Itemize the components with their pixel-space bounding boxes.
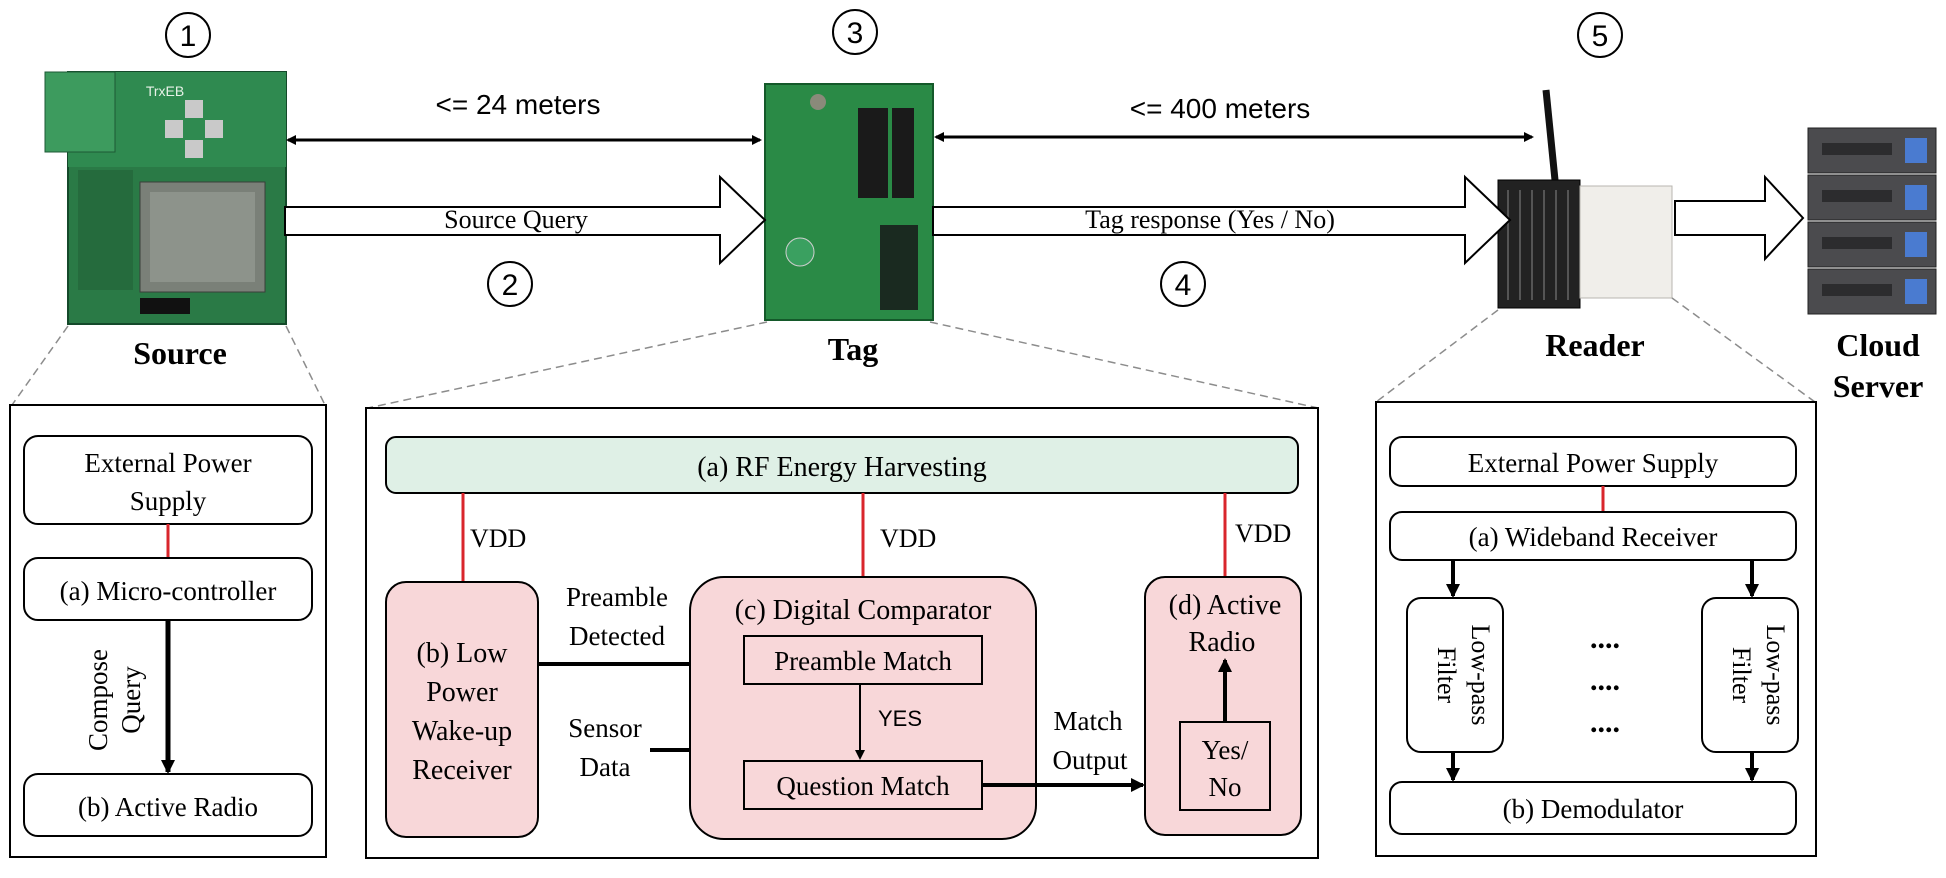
yes-label: YES (878, 706, 922, 731)
vdd-label-radio: VDD (1235, 519, 1291, 548)
reader-device-photo (1497, 89, 1673, 309)
compose-query-line2: Query (116, 666, 146, 734)
preamble-detected-line1: Preamble (566, 582, 668, 612)
step-4-number: 4 (1175, 269, 1192, 302)
lpf-left-line1: Low-pass (1466, 624, 1495, 725)
demodulator-label: (b) Demodulator (1503, 794, 1684, 824)
source-board-photo: TrxEB (44, 71, 287, 325)
demodulator-box (1389, 781, 1797, 835)
match-output-line2: Output (1052, 745, 1128, 775)
tag-response-arrow (932, 174, 1512, 266)
yes-no-line2: No (1209, 772, 1242, 802)
source-board-text: TrxEB (146, 83, 184, 99)
lpf-right-line1: Low-pass (1761, 624, 1790, 725)
wakeup-line4: Receiver (412, 755, 512, 786)
sensor-data-line1: Sensor (568, 713, 642, 743)
wakeup-line2: Power (426, 677, 498, 708)
step-2-number: 2 (502, 269, 519, 302)
source-label: Source (133, 335, 227, 371)
lpf-left-line2: Filter (1432, 647, 1461, 704)
wideband-receiver-box (1389, 511, 1797, 561)
step-1-marker: 1 (165, 12, 211, 58)
lpf-right-line2: Filter (1727, 647, 1756, 704)
step-3-marker: 3 (832, 9, 878, 55)
distance-tag-reader: <= 400 meters (1130, 93, 1311, 124)
step-5-marker: 5 (1577, 12, 1623, 58)
preamble-match-label: Preamble Match (774, 646, 952, 676)
reader-power-box (1389, 436, 1797, 487)
active-radio-line2: Radio (1189, 627, 1256, 658)
source-radio-label: (b) Active Radio (78, 792, 258, 822)
yes-no-line1: Yes/ (1202, 735, 1249, 765)
wideband-receiver-label: (a) Wideband Receiver (1469, 522, 1718, 552)
wakeup-line3: Wake-up (412, 716, 512, 747)
wakeup-line1: (b) Low (417, 638, 509, 669)
source-query-label: Source Query (444, 205, 588, 234)
source-mcu-label: (a) Micro-controller (60, 576, 277, 606)
step-3-number: 3 (847, 17, 864, 50)
active-radio-line1: (d) Active (1169, 590, 1282, 621)
energy-harvesting-label: (a) RF Energy Harvesting (697, 452, 987, 483)
preamble-match-box (743, 635, 983, 685)
source-power-line2: Supply (130, 486, 207, 516)
energy-harvesting-box (385, 436, 1299, 494)
source-query-arrow (284, 174, 767, 266)
source-power-line1: External Power (84, 448, 251, 478)
step-4-marker: 4 (1160, 261, 1206, 307)
comparator-label: (c) Digital Comparator (735, 595, 992, 626)
reader-to-cloud-arrow (1674, 174, 1805, 262)
preamble-detected-line2: Detected (569, 621, 665, 651)
distance-source-tag: <= 24 meters (436, 89, 601, 120)
cloud-server-photo (1807, 127, 1937, 315)
vdd-label-wakeup: VDD (470, 524, 526, 553)
reader-power-label: External Power Supply (1468, 448, 1719, 478)
match-output-line1: Match (1054, 706, 1123, 736)
vdd-label-comparator: VDD (880, 524, 936, 553)
step-5-number: 5 (1592, 20, 1609, 53)
question-match-label: Question Match (776, 771, 950, 801)
source-radio-box (23, 773, 313, 837)
step-1-number: 1 (180, 20, 197, 53)
cloud-label-line2: Server (1833, 368, 1924, 404)
zoom-lines (11, 297, 1816, 409)
yes-no-box (1179, 721, 1271, 811)
reader-label: Reader (1545, 327, 1645, 363)
ellipsis-row-2: .... (1590, 664, 1620, 697)
ellipsis-row-3: .... (1590, 706, 1620, 739)
tag-board-photo (764, 83, 934, 321)
wakeup-receiver-box (385, 581, 539, 838)
tag-response-label: Tag response (Yes / No) (1085, 205, 1335, 234)
ellipsis-row-1: .... (1590, 622, 1620, 655)
step-2-marker: 2 (487, 261, 533, 307)
cloud-label-line1: Cloud (1836, 327, 1920, 363)
tag-label: Tag (828, 331, 878, 367)
compose-query-line1: Compose (83, 649, 113, 751)
sensor-data-line2: Data (580, 752, 631, 782)
